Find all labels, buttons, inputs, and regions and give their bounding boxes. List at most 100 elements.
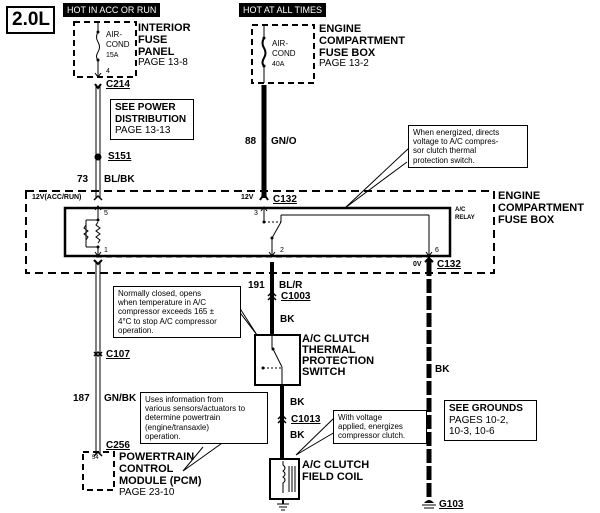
engine-fuse-name-2: COND bbox=[272, 49, 296, 58]
interior-fuse-title-3: PANEL bbox=[138, 46, 175, 58]
pcm-note-line4: (engine/transaxle) bbox=[145, 422, 210, 432]
relay-note-line1: When energized, directs bbox=[413, 128, 500, 137]
engine-fuse-page[interactable]: PAGE 13-2 bbox=[319, 58, 369, 69]
pcm-note-line1: Uses information from bbox=[145, 395, 224, 404]
relay-box-title-2: COMPARTMENT bbox=[498, 202, 584, 214]
relay-box-title-3: FUSE BOX bbox=[498, 214, 555, 226]
wire-bk-label-2: BK bbox=[290, 397, 305, 408]
wire-187-gn-bk bbox=[93, 259, 103, 455]
interior-fuse-page[interactable]: PAGE 13-8 bbox=[138, 57, 188, 68]
wire-187-color: GN/BK bbox=[104, 393, 137, 404]
pcm-title-3: MODULE (PCM) bbox=[119, 475, 202, 487]
grounds-note-line2: PAGES 10-2, bbox=[449, 414, 509, 426]
power-distribution-note[interactable]: SEE POWER DISTRIBUTION PAGE 13-13 bbox=[110, 99, 194, 140]
pcm-note-line3: determine powertrain bbox=[145, 413, 221, 423]
engine-fuse-title-1: ENGINE bbox=[319, 23, 362, 35]
connector-c107-symbol bbox=[93, 350, 103, 358]
pcm-note: Uses information from various sensors/ac… bbox=[140, 392, 268, 444]
power-header-all-times: HOT AT ALL TIMES bbox=[239, 3, 327, 17]
relay-pin-3: 3 bbox=[254, 210, 258, 217]
interior-fuse-icon bbox=[96, 31, 100, 61]
interior-fuse-pin: 4 bbox=[106, 68, 110, 75]
relay-label-1: A/C bbox=[455, 207, 466, 213]
power-header-acc-run: HOT IN ACC OR RUN bbox=[63, 3, 161, 17]
grounds-note-line1: SEE GROUNDS bbox=[449, 403, 523, 414]
relay-pin-6: 6 bbox=[435, 247, 439, 254]
pcm-title-1: POWERTRAIN bbox=[119, 451, 195, 463]
connector-c132-bottom: C132 bbox=[437, 259, 461, 270]
relay-voltage-0v: 0V bbox=[413, 261, 422, 268]
relay-note-line3: sor clutch thermal bbox=[413, 146, 477, 156]
power-distribution-line1: SEE POWER bbox=[115, 102, 176, 113]
clutch-note-line2: applied, energizes bbox=[338, 422, 403, 432]
interior-fuse-title-2: FUSE bbox=[138, 34, 168, 46]
relay-label-2: RELAY bbox=[455, 215, 475, 221]
thermal-note: Normally closed, opens when temperature … bbox=[113, 286, 241, 338]
ground-symbol-g103 bbox=[422, 500, 436, 509]
ground-symbol-clutch bbox=[277, 499, 289, 511]
engine-fuse-box-outline bbox=[251, 24, 315, 84]
connector-c107: C107 bbox=[106, 349, 130, 360]
engine-label: 2.0L bbox=[12, 9, 51, 30]
pcm-outline bbox=[82, 451, 115, 491]
wire-73-color: BL/BK bbox=[104, 174, 135, 185]
relay-switch-icon bbox=[260, 206, 433, 257]
interior-fuse-name-1: AIR- bbox=[106, 30, 122, 39]
thermal-switch-title-4: SWITCH bbox=[302, 366, 346, 378]
pcm-pin: 54 bbox=[92, 455, 99, 461]
relay-note: When energized, directs voltage to A/C c… bbox=[408, 125, 528, 168]
engine-label-frame bbox=[6, 6, 55, 34]
clutch-coil-icon bbox=[282, 461, 286, 493]
engine-fuse-icon bbox=[261, 37, 267, 67]
clutch-note-line3: compressor clutch. bbox=[338, 431, 406, 441]
clutch-coil-title-2: FIELD COIL bbox=[302, 471, 364, 483]
power-distribution-line2: DISTRIBUTION bbox=[115, 113, 187, 125]
wire-88-number: 88 bbox=[245, 136, 257, 147]
relay-box-title-1: ENGINE bbox=[498, 190, 541, 202]
power-distribution-page: PAGE 13-13 bbox=[115, 125, 171, 136]
thermal-note-line3: compressor exceeds 165 ± bbox=[118, 307, 214, 317]
engine-fuse-title-3: FUSE BOX bbox=[319, 47, 376, 59]
clutch-note: With voltage applied, energizes compress… bbox=[333, 410, 427, 444]
thermal-switch-title-2: THERMAL bbox=[302, 344, 356, 356]
ground-g103: G103 bbox=[439, 499, 464, 510]
engine-fuse-title-2: COMPARTMENT bbox=[319, 35, 405, 47]
connector-c1013-symbol bbox=[277, 413, 287, 424]
connector-c256: C256 bbox=[106, 440, 130, 451]
wire-88-color: GN/O bbox=[271, 136, 297, 147]
relay-voltage-acc-run: 12V(ACC/RUN) bbox=[32, 194, 82, 201]
engine-fuse-name-1: AIR- bbox=[272, 39, 288, 48]
wire-bk-ground-label: BK bbox=[435, 364, 450, 375]
wire-bk-label-3: BK bbox=[290, 430, 305, 441]
wire-191-number: 191 bbox=[248, 280, 265, 291]
connector-c214: C214 bbox=[106, 79, 130, 90]
engine-fuse-rating: 40A bbox=[272, 61, 285, 68]
wire-73-number: 73 bbox=[77, 174, 89, 185]
clutch-coil-box bbox=[269, 458, 300, 500]
interior-fuse-name-2: COND bbox=[106, 40, 130, 49]
thermal-switch-title-3: PROTECTION bbox=[302, 355, 375, 367]
connector-c1013: C1013 bbox=[291, 414, 321, 425]
relay-coil-icon bbox=[83, 205, 102, 257]
thermal-switch-box bbox=[254, 334, 301, 386]
pcm-page[interactable]: PAGE 23-10 bbox=[119, 487, 175, 498]
splice-s151: S151 bbox=[108, 151, 132, 162]
pcm-note-line2: various sensors/actuators to bbox=[145, 404, 246, 414]
relay-voltage-12v: 12V bbox=[241, 194, 254, 201]
relay-pin-2: 2 bbox=[280, 247, 284, 254]
wire-187-number: 187 bbox=[73, 393, 90, 404]
wire-bk-label-1: BK bbox=[280, 314, 295, 325]
clutch-note-line1: With voltage bbox=[338, 413, 383, 422]
thermal-switch-title-1: A/C CLUTCH bbox=[302, 333, 370, 345]
pcm-note-line5: operation. bbox=[145, 431, 181, 441]
thermal-note-line5: operation. bbox=[118, 325, 154, 335]
thermal-note-line2: when temperature in A/C bbox=[118, 298, 207, 308]
wire-191-color: BL/R bbox=[279, 280, 303, 291]
ac-relay-box bbox=[63, 206, 452, 258]
connector-c132-top: C132 bbox=[273, 194, 297, 205]
relay-note-line2: voltage to A/C compres- bbox=[413, 137, 499, 147]
grounds-note[interactable]: SEE GROUNDS PAGES 10-2, 10-3, 10-6 bbox=[444, 400, 537, 441]
wire-73-bl-bk bbox=[94, 83, 102, 198]
interior-fuse-title-1: INTERIOR bbox=[138, 22, 191, 34]
